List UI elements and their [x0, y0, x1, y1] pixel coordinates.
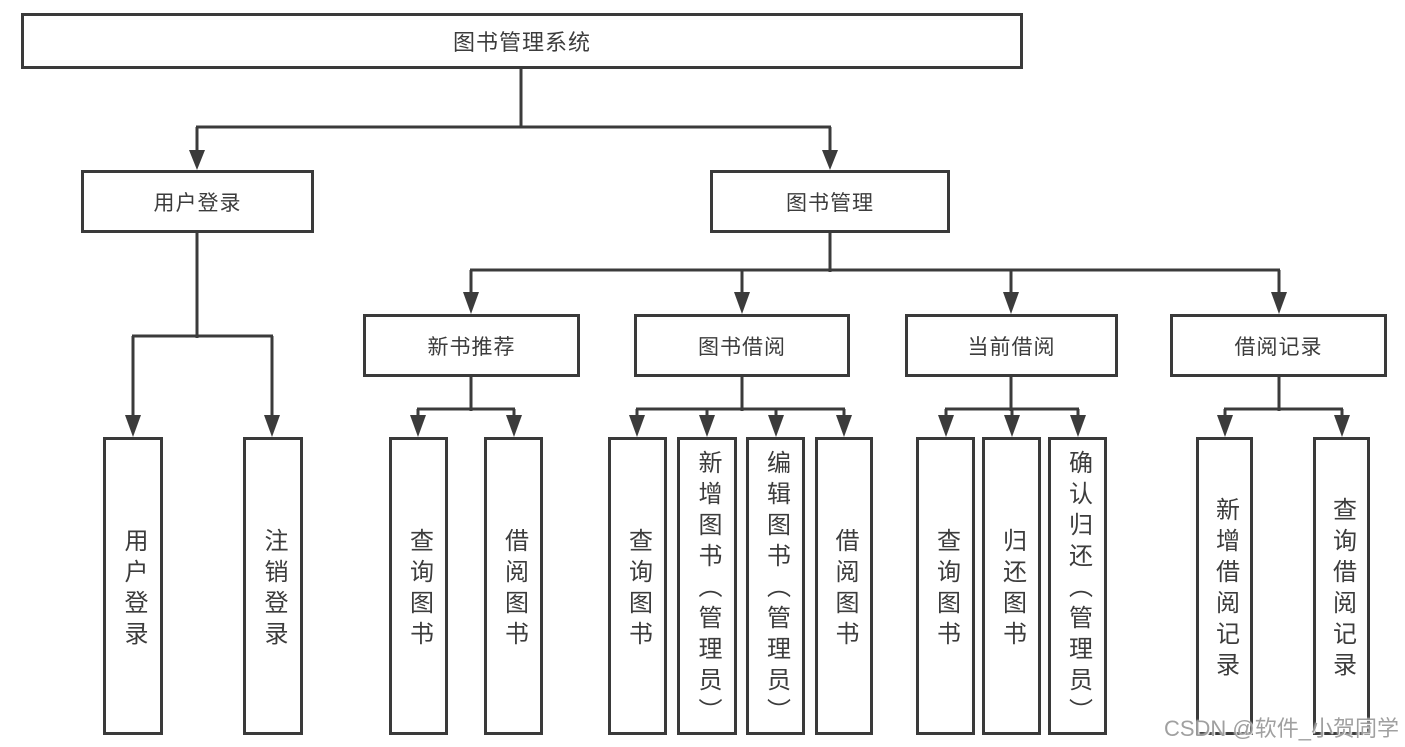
- leaf-edit-books-admin: 编辑图书（管理员）: [746, 437, 805, 735]
- node-label: 图书管理: [786, 191, 874, 215]
- node-label: 借阅图书: [500, 527, 528, 652]
- node-label: 新书推荐: [427, 335, 516, 359]
- leaf-logout: 注销登录: [243, 437, 303, 735]
- node-current-borrow: 当前借阅: [905, 314, 1118, 377]
- node-label: 新增借阅记录: [1211, 496, 1239, 683]
- node-label: 当前借阅: [967, 335, 1056, 359]
- node-label: 查询图书: [624, 527, 652, 652]
- node-label: 用户登录: [120, 527, 147, 652]
- leaf-recommend-query-books: 查询图书: [389, 437, 448, 735]
- leaf-current-query-books: 查询图书: [916, 437, 975, 735]
- leaf-user-login: 用户登录: [103, 437, 163, 735]
- node-label: 归还图书: [998, 527, 1026, 652]
- leaf-return-books: 归还图书: [982, 437, 1041, 735]
- node-book-borrow: 图书借阅: [634, 314, 850, 377]
- node-label: 新增图书（管理员）: [694, 450, 721, 729]
- node-borrow-records: 借阅记录: [1170, 314, 1387, 377]
- node-label: 借阅记录: [1234, 335, 1323, 359]
- node-label: 图书管理系统: [452, 30, 591, 55]
- node-new-book-recommend: 新书推荐: [363, 314, 580, 377]
- leaf-borrow-books: 借阅图书: [815, 437, 873, 735]
- node-label: 图书借阅: [698, 335, 786, 359]
- leaf-recommend-borrow-books: 借阅图书: [484, 437, 543, 735]
- leaf-borrow-query-books: 查询图书: [608, 437, 667, 735]
- node-root-system: 图书管理系统: [21, 13, 1023, 69]
- node-label: 查询图书: [405, 527, 433, 652]
- node-user-login: 用户登录: [81, 170, 314, 233]
- node-label: 借阅图书: [831, 527, 858, 652]
- leaf-add-books-admin: 新增图书（管理员）: [677, 437, 737, 735]
- node-label: 查询图书: [932, 527, 960, 652]
- leaf-query-borrow-record: 查询借阅记录: [1313, 437, 1370, 735]
- node-book-management: 图书管理: [710, 170, 950, 233]
- leaf-add-borrow-record: 新增借阅记录: [1196, 437, 1253, 735]
- node-label: 确认归还（管理员）: [1064, 450, 1092, 729]
- node-label: 用户登录: [153, 191, 242, 215]
- node-label: 注销登录: [260, 527, 287, 652]
- node-label: 查询借阅记录: [1328, 496, 1356, 683]
- csdn-watermark: CSDN @软件_小贺同学: [1163, 716, 1399, 741]
- node-label: 编辑图书（管理员）: [762, 450, 790, 729]
- leaf-confirm-return-admin: 确认归还（管理员）: [1048, 437, 1107, 735]
